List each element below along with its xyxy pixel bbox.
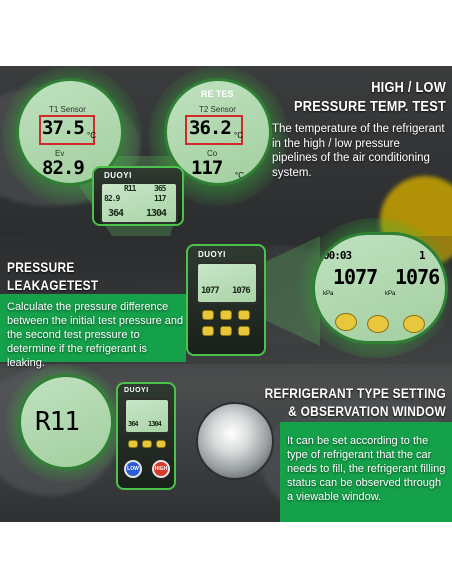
t1-unit: °C (87, 131, 96, 140)
zoom-display-t2: RE TES T2 Sensor 36.2 °C Co 117 °C (164, 78, 272, 186)
high-valve-knob: HIGH (152, 460, 170, 478)
model-text: R11 (124, 184, 136, 193)
heading-line: REFRIGERANT TYPE SETTING (264, 385, 446, 401)
section3-text-panel (280, 422, 452, 522)
refrigerant-type: R11 (35, 407, 80, 437)
section1-heading: HIGH / LOW PRESSURE TEMP. TEST (259, 78, 446, 116)
device-key (142, 440, 152, 448)
device-key (202, 326, 214, 336)
leak-index: 1 (419, 249, 426, 262)
gauge-device: DUOYI 364 1304 LOW HIGH (116, 382, 176, 490)
screen-value: 117 (154, 194, 166, 203)
section3-heading: REFRIGERANT TYPE SETTING & OBSERVATION W… (242, 384, 446, 420)
unit-label: kPa (385, 291, 396, 297)
t1-value: 37.5 (42, 117, 85, 139)
heading-line: PRESSURE TEMP. TEST (294, 98, 446, 115)
device-key (403, 315, 425, 333)
heading-line: PRESSURE (7, 259, 75, 275)
device-screen: 364 1304 (124, 398, 170, 434)
device-screen: 1077 1076 (196, 262, 258, 304)
low-valve-knob: LOW (124, 460, 142, 478)
zoom-display-leak: 00:03 1 1077 1076 kPa kPa (312, 232, 448, 344)
screen-value: 364 (108, 208, 124, 219)
section1-description: The temperature of the refrigerant in th… (272, 123, 445, 179)
section2-heading: PRESSURE LEAKAGETEST (7, 258, 126, 294)
device-key (202, 310, 214, 320)
section2-description: Calculate the pressure difference betwee… (7, 301, 184, 369)
ev-label: Ev (55, 149, 65, 158)
device-key (128, 440, 138, 448)
knob-label: LOW (127, 466, 139, 472)
knob-label: HIGH (154, 466, 168, 472)
co-label: Co (207, 149, 218, 158)
device-key (156, 440, 166, 448)
screen-value: 364 (128, 420, 139, 428)
screen-value: 1304 (146, 208, 167, 219)
device-key (335, 313, 357, 331)
brand-logo: DUOYI (198, 250, 226, 259)
leak-value-initial: 1077 (333, 265, 378, 289)
heading-line: LEAKAGETEST (7, 277, 99, 293)
screen-value: 82.9 (104, 194, 120, 203)
screen-value: 1077 (201, 286, 220, 296)
brand-logo: DUOYI (104, 171, 132, 180)
device-key (220, 326, 232, 336)
device-key (367, 315, 389, 333)
screen-value: 365 (154, 184, 166, 193)
t2-unit: °C (234, 131, 243, 140)
device-key (238, 310, 250, 320)
observation-window (196, 402, 274, 480)
leak-value-second: 1076 (395, 265, 440, 289)
sensor-label: T1 Sensor (49, 105, 86, 114)
sensor-label: T2 Sensor (199, 105, 236, 114)
highlight-box (39, 115, 95, 145)
gauge-device: DUOYI 1077 1076 (186, 244, 266, 356)
product-infographic: T1 Sensor 37.5 °C Ev 82.9 °C RE TES T2 S… (0, 66, 452, 522)
heading-line: & OBSERVATION WINDOW (288, 403, 446, 419)
screen-value: 1076 (232, 286, 251, 296)
co-unit: °C (235, 171, 244, 180)
t2-value: 36.2 (189, 117, 232, 139)
ev-value: 82.9 (42, 157, 85, 179)
leak-time: 00:03 (323, 249, 352, 262)
brand-logo: DUOYI (124, 387, 149, 394)
section2-text-panel (0, 294, 186, 362)
highlight-box (185, 115, 243, 145)
screen-value: 1304 (148, 420, 162, 428)
device-screen: R11 365 82.9 117 364 1304 (100, 182, 178, 224)
device-key (238, 326, 250, 336)
zoom-display-refrigerant: R11 (18, 374, 114, 470)
unit-label: kPa (323, 291, 334, 297)
heading-line: HIGH / LOW (371, 79, 446, 96)
device-key (220, 310, 232, 320)
section3-description: It can be set according to the type of r… (287, 435, 446, 503)
co-value: 117 (191, 157, 223, 179)
zoom-tab-text: RE TES (201, 89, 234, 99)
gauge-device: DUOYI R11 365 82.9 117 364 1304 (92, 166, 184, 226)
